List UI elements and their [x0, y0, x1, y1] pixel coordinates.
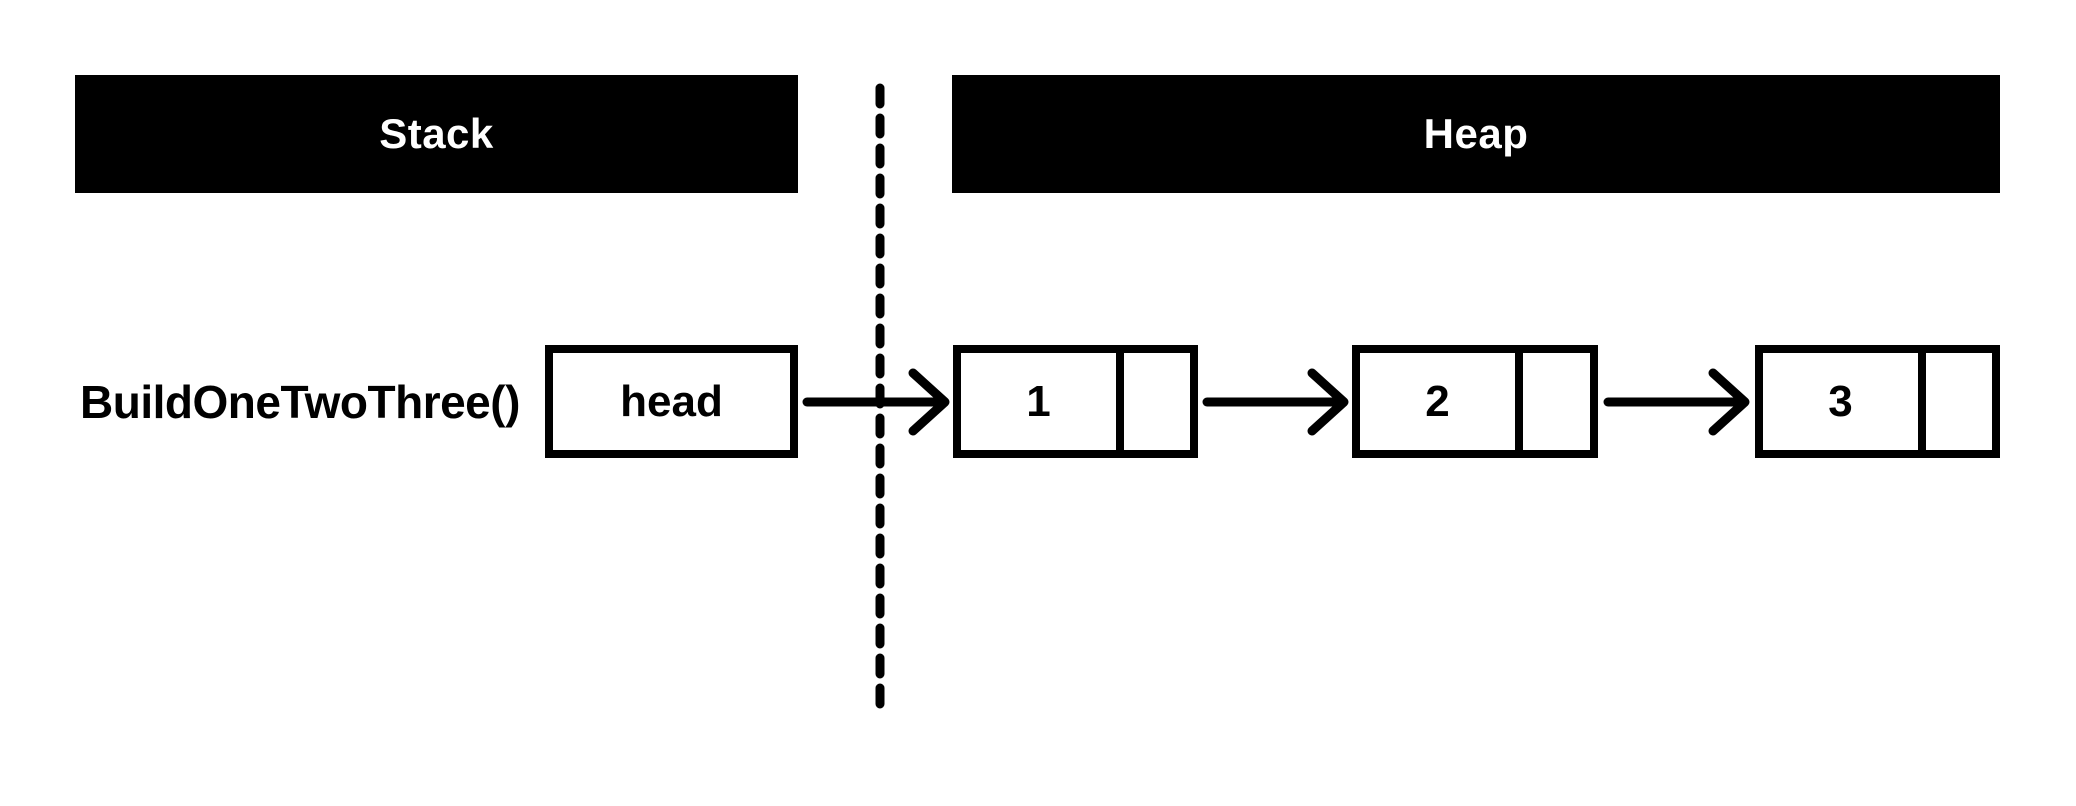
- node-1-value-cell: 1: [1026, 376, 1051, 426]
- stack-header-label: Stack: [379, 110, 494, 157]
- head-variable-label: head: [620, 376, 723, 426]
- arrow-node2-to-node3: [1603, 368, 1750, 436]
- function-label: BuildOneTwoThree(): [80, 375, 520, 428]
- node-2-next-pointer-cell: [1515, 353, 1590, 450]
- node-2-box: 2: [1352, 345, 1598, 458]
- heap-header-label: Heap: [1423, 110, 1529, 157]
- heap-header-bar: Heap: [952, 75, 2000, 193]
- node-3-value-cell: 3: [1828, 376, 1853, 426]
- arrow-node1-to-node2: [1202, 368, 1349, 436]
- node-2-value-cell: 2: [1425, 376, 1450, 426]
- node-1-next-pointer-cell: [1116, 353, 1190, 450]
- node-1-box: 1: [953, 345, 1198, 458]
- node-3-box: 3: [1755, 345, 2000, 458]
- head-variable-box: head: [545, 345, 798, 458]
- stack-header-bar: Stack: [75, 75, 798, 193]
- node-3-next-pointer-cell: [1918, 353, 1992, 450]
- arrow-head-to-node1: [802, 368, 950, 436]
